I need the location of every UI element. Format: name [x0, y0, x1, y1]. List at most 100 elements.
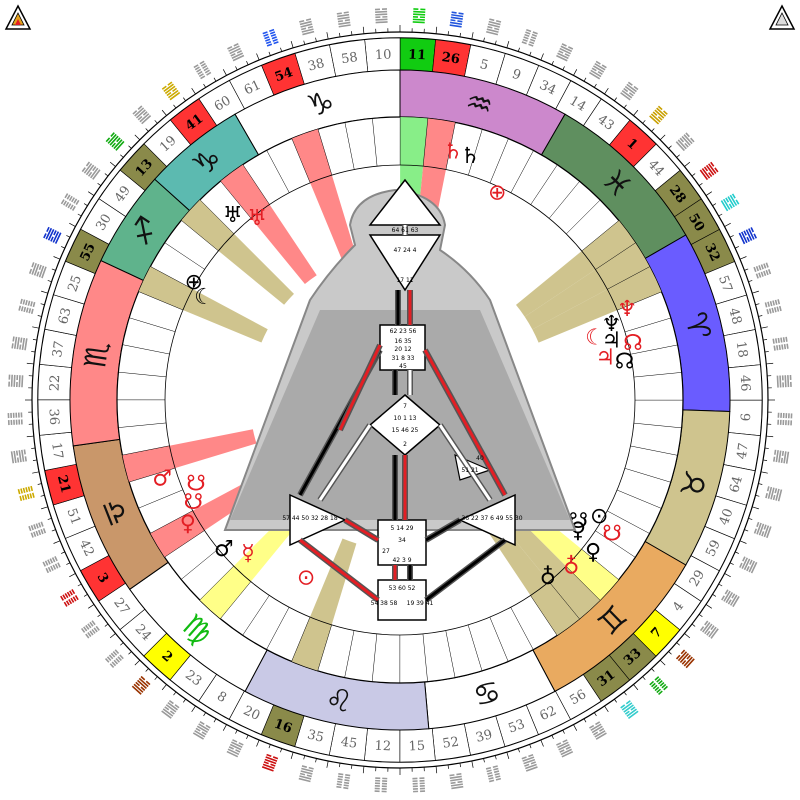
hexagram-icon: [299, 18, 315, 36]
bodygraph-gate-label: 47 24 4: [394, 247, 417, 254]
hexagram-icon: [161, 81, 181, 101]
hexagram-icon: [80, 620, 100, 639]
gate-number: 16: [272, 717, 294, 737]
hexagram-icon: [649, 676, 668, 696]
hexagram-icon: [28, 521, 47, 538]
hexagram-icon: [60, 193, 80, 211]
hexagram-icon: [753, 262, 772, 279]
hexagram-icon: [589, 721, 607, 740]
hexagram-icon: [193, 60, 212, 80]
gate-number: 10: [375, 48, 392, 64]
throat-center[interactable]: [379, 324, 426, 371]
hexagram-icon: [18, 298, 36, 314]
channel-fill: [338, 344, 382, 431]
hexagram-icon: [374, 8, 388, 24]
gate-number: 12: [374, 739, 391, 755]
activated-wedge: [199, 506, 305, 619]
planet-glyphs: ♄♄⊕♆♆♃☊☊♃☾⊙☋☋♀♀♁♁⊙♂☿♀☋☋♂⊕☾♅♅: [152, 140, 642, 591]
hexagram-icon: [753, 521, 772, 539]
gate-number: 48: [725, 306, 744, 326]
bodygraph-gate-label: 51 21: [461, 467, 478, 474]
hexagram-icon: [298, 765, 314, 783]
hexagram-icon: [521, 753, 538, 772]
bodygraph-gate-label: 57 44 50 32 28 18: [282, 515, 338, 522]
gate-number: 17: [48, 441, 65, 460]
sun-design-icon: ⊙: [297, 566, 315, 591]
activated-wedge: [483, 515, 580, 636]
hexagram-icon: [620, 81, 639, 101]
bodygraph-gate-label: 15 46 25: [392, 427, 419, 434]
channel-fill: [299, 538, 379, 602]
bodygraph-gate-label: 19 39 41: [407, 600, 434, 607]
gate-number: 5: [478, 57, 490, 74]
activated-wedge: [291, 129, 357, 262]
gate-number: 63: [56, 306, 75, 326]
hexagram-icon: [374, 777, 388, 793]
hexagram-icon: [131, 675, 151, 695]
hexagram-icon: [675, 132, 695, 152]
bodygraph-gate-label: 27: [382, 548, 390, 555]
venus-design-icon: ♀: [180, 512, 196, 537]
outer-degree-ticks: [25, 25, 775, 775]
gate-number: 55: [78, 241, 99, 264]
spleen-center[interactable]: [289, 493, 347, 547]
activated-wedge: [515, 220, 636, 317]
sun-personality-icon: ⊙: [590, 504, 608, 529]
hexagram-icon: [412, 777, 426, 793]
hexagram-icon: [720, 193, 740, 212]
hexagram-symbols: [7, 8, 793, 793]
bodygraph-gate-label: 64 61 63: [392, 227, 419, 234]
hexagram-icon: [738, 227, 757, 245]
hexagram-icon: [336, 11, 351, 28]
channel-fill: [425, 518, 461, 542]
bodygraph-gate-label: 34: [398, 537, 406, 544]
hexagram-icon: [43, 226, 62, 244]
gate-number: 36: [46, 408, 62, 425]
activated-wedge: [532, 266, 662, 343]
hexagram-icon: [336, 773, 351, 790]
hexagram-icon: [10, 449, 27, 464]
hexagram-icon: [449, 11, 464, 28]
gate-number: 25: [65, 273, 85, 294]
hexagram-icon: [60, 589, 79, 607]
jupiter-design-icon: ♃: [596, 345, 616, 370]
gate-number: 37: [50, 340, 67, 359]
channel-fill: [318, 424, 372, 501]
earth-design-icon: ⊕: [488, 181, 506, 206]
gate-number: 32: [701, 241, 722, 264]
root-center[interactable]: [377, 579, 427, 621]
hexagram-icon: [699, 620, 719, 639]
neptune-personality-icon: ♆: [602, 312, 622, 337]
pluto-design-icon: ♁: [563, 554, 579, 579]
neptune-design-icon: ♆: [617, 297, 637, 322]
triangle-icon-gray[interactable]: [768, 4, 796, 32]
southnode-design-c-icon: ☋: [186, 471, 206, 496]
triangle-icon-colored[interactable]: [4, 4, 32, 32]
bodygraph-gate-label: 20 12: [394, 346, 411, 353]
pluto-personality-icon: ♁: [540, 565, 556, 590]
gate-number: 62: [538, 703, 559, 724]
bodygraph-gate-label: 16 35: [394, 338, 411, 345]
hexagram-icon: [765, 486, 783, 502]
hexagram-icon: [161, 699, 180, 719]
hexagram-icon: [81, 161, 101, 180]
activated-wedge: [220, 164, 317, 285]
hexagram-icon: [556, 43, 574, 62]
solar-plexus-center[interactable]: [458, 493, 516, 547]
channel-fill: [344, 518, 379, 542]
hexagram-icon: [556, 739, 574, 758]
gate-number: 59: [703, 538, 724, 559]
hexagram-icon: [17, 485, 35, 502]
hexagram-icon: [486, 18, 502, 36]
hexagram-icon: [132, 105, 152, 125]
gate-number: 57: [715, 274, 735, 295]
saturn-design-icon: ♄: [443, 140, 463, 165]
sacral-center[interactable]: [377, 519, 427, 566]
uranus-design-icon: ♅: [247, 206, 267, 231]
uranus-personality-icon: ♅: [223, 203, 243, 228]
gate-number: 56: [567, 687, 589, 708]
moon-personality-icon: ☾: [194, 285, 214, 310]
gate-number: 39: [474, 727, 494, 746]
hexagram-icon: [772, 336, 789, 351]
